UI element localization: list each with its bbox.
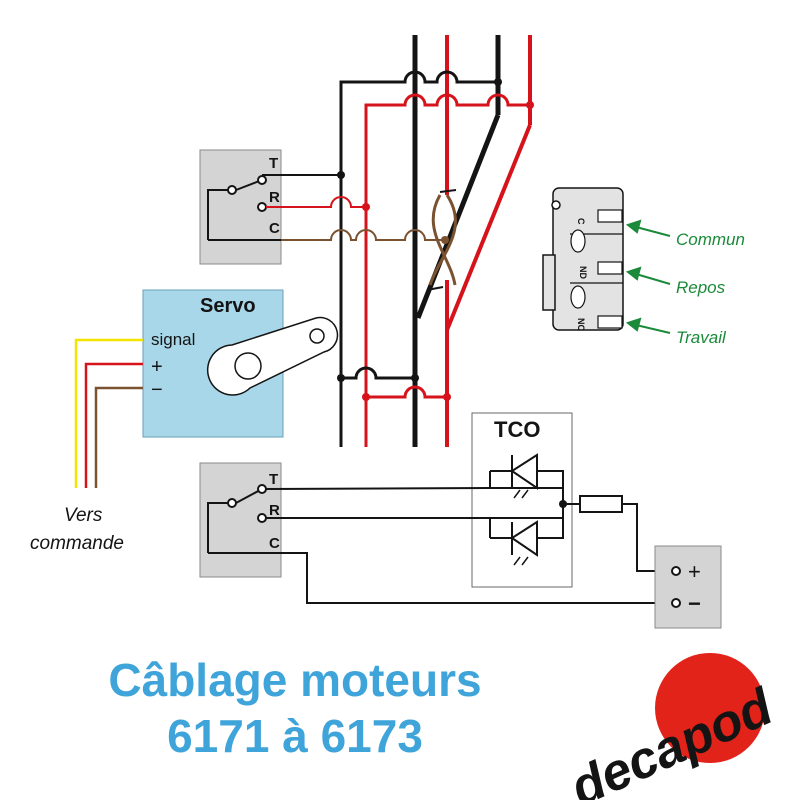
switch-bottom: T R C [199, 462, 282, 578]
servo-box: Servo signal + − [142, 289, 339, 438]
tco-title: TCO [494, 417, 540, 442]
servo-minus-label: − [151, 379, 163, 401]
micro-pin-nd: ND [578, 266, 588, 279]
commande-label: commande [30, 533, 124, 554]
servo-title: Servo [200, 295, 256, 317]
tco-box: TCO [471, 412, 573, 588]
micro-pin-nc: NC [576, 318, 586, 331]
top-feeders [337, 70, 534, 447]
travail-label: Travail [676, 328, 727, 347]
switch-top-r-label: R [269, 189, 280, 206]
repos-label: Repos [676, 278, 726, 297]
servo-horn [206, 316, 339, 396]
power-minus-label: − [688, 591, 701, 616]
servo-cables [74, 338, 143, 488]
switch-bottom-c-label: C [269, 535, 280, 552]
title-line-2: 6171 à 6173 [167, 710, 423, 762]
microswitch-arrows [625, 219, 671, 334]
title-line-1: Câblage moteurs [108, 654, 482, 706]
commun-label: Commun [676, 230, 745, 249]
servo-plus-label: + [151, 356, 163, 378]
frog-wiring [426, 189, 457, 291]
power-box: + − [654, 545, 722, 629]
power-plus-label: + [688, 559, 701, 584]
switch-bottom-r-label: R [269, 502, 280, 519]
switch-top-wires [262, 171, 449, 244]
micro-pin-c: C [576, 218, 586, 225]
switch-bottom-t-label: T [269, 471, 278, 488]
switch-top-t-label: T [269, 155, 278, 172]
bottom-wires [265, 487, 672, 604]
microswitch-icon: C ND NC [542, 187, 624, 331]
switch-top-c-label: C [269, 220, 280, 237]
vers-label: Vers [64, 505, 103, 526]
servo-signal-label: signal [151, 330, 195, 349]
decapod-logo: decapod [562, 653, 782, 800]
